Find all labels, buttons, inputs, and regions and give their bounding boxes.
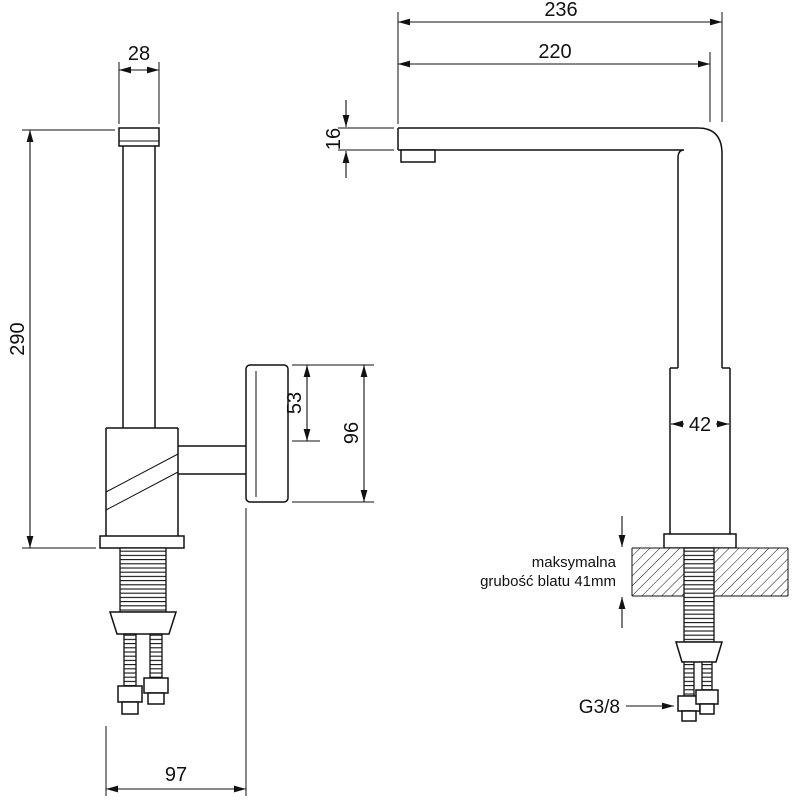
dim-96-label: 96 [341, 422, 363, 444]
dim-97-label: 97 [165, 764, 187, 786]
dimension-28: 28 [118, 43, 160, 124]
mounting-nut [108, 611, 178, 635]
dim-42-label: 42 [689, 414, 711, 436]
hose-fitting-tip [147, 692, 165, 705]
supply-hose [701, 661, 713, 691]
dim-28-label: 28 [128, 43, 150, 65]
dimension-42: 42 [671, 414, 729, 436]
dimension-96: 96 [292, 365, 374, 503]
countertop-section: maksymalna grubość blatu 41mm [480, 516, 789, 628]
dimension-97: 97 [105, 508, 247, 796]
countertop-note-line1: maksymalna [532, 554, 617, 571]
supply-hose [149, 633, 163, 679]
dim-53-label: 53 [284, 392, 306, 414]
dim-220-label: 220 [538, 41, 571, 63]
hose-fitting-tip [681, 710, 697, 722]
supply-hose [683, 661, 695, 697]
threaded-shank [119, 547, 167, 613]
hose-fitting [143, 677, 169, 694]
side-view-mounting-hardware [108, 547, 178, 715]
base-flange [663, 533, 737, 549]
mounting-nut [674, 641, 724, 663]
side-view-faucet-outline [99, 127, 289, 549]
countertop-hatch [714, 548, 788, 596]
dimension-53: 53 [284, 364, 374, 442]
front-view: 236 220 16 [323, 0, 789, 722]
spout-cap [118, 127, 160, 147]
dimension-236: 236 [397, 0, 723, 124]
hose-fitting [695, 689, 719, 705]
dimension-220: 220 [398, 41, 711, 122]
dimension-290: 290 [7, 129, 115, 549]
hose-fitting-tip [121, 701, 139, 715]
dim-236-label: 236 [544, 0, 577, 21]
threaded-shank [683, 547, 715, 643]
spout-inner-edge [398, 149, 685, 368]
thread-size-label: G3/8 [579, 697, 620, 718]
spout-outer-edge [398, 127, 723, 368]
handle-lever [245, 364, 289, 503]
dim-290-label: 290 [7, 322, 29, 355]
countertop-note-line2: grubość blatu 41mm [480, 573, 616, 590]
base-flange [99, 535, 185, 549]
front-view-mounting-hardware [674, 547, 724, 722]
front-view-faucet-outline [397, 127, 737, 549]
side-view: 290 28 [7, 43, 374, 796]
supply-hose [123, 633, 137, 687]
thread-callout: G3/8 [579, 697, 674, 718]
hose-fitting [117, 685, 143, 703]
spout-aerator [400, 149, 436, 163]
dimension-16: 16 [323, 100, 394, 178]
dim-16-label: 16 [323, 128, 345, 150]
hose-fitting-tip [699, 703, 715, 715]
countertop-hatch [632, 548, 684, 596]
